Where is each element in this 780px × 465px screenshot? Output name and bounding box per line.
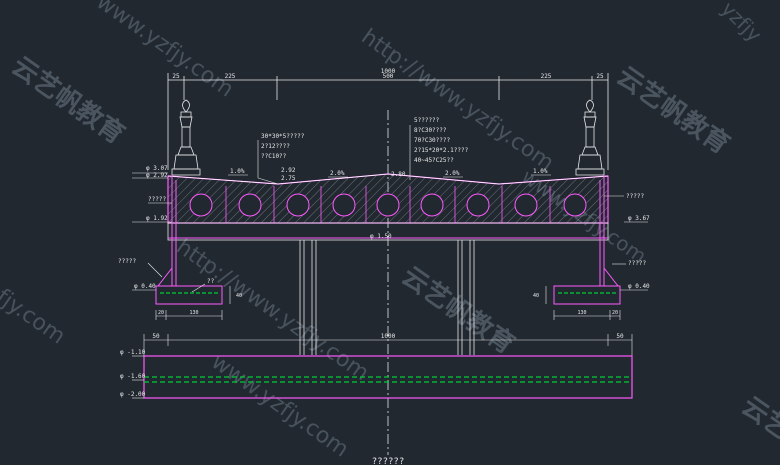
level-base-3: φ -2.00 — [120, 391, 146, 398]
base-right-dim: 50 — [616, 333, 624, 340]
notes-right: 5?????? 8?C30???? 70?C30???? 2?15*20*2.1… — [414, 117, 469, 164]
watermark-url-left: fjy.com — [0, 284, 70, 349]
side-label-left-mid: ????? — [118, 258, 136, 265]
deck-voids — [189, 193, 587, 217]
foundation-dims — [155, 286, 621, 320]
deck-dividers — [225, 186, 551, 223]
found-right-height-dim: 40 — [533, 293, 539, 299]
foundation-right — [553, 285, 621, 305]
level-center: 2.80 — [391, 171, 406, 178]
found-left-edge-dim: 20 — [158, 310, 164, 316]
dim-middle-label: 500 — [383, 73, 394, 80]
level-right-beam: φ 3.67 — [628, 215, 650, 222]
slope-4: 1.0% — [533, 168, 548, 175]
lamp-post-left — [171, 99, 201, 176]
watermark-url-top: www.yzfjy.com — [92, 0, 238, 102]
note-right-3: 70?C30???? — [414, 137, 451, 144]
note-right-5: 40~45?C25?? — [414, 157, 454, 164]
slope-2: 2.0% — [330, 170, 345, 177]
side-labels: ????? ????? ????? ????? ?? — [118, 193, 646, 285]
dim-right-edge-label: 25 — [596, 73, 604, 80]
note-left-1: 30*30*5????? — [261, 133, 305, 140]
found-right-width-dim: 130 — [577, 310, 586, 316]
watermark-cn-left: 云艺帆教育 — [6, 50, 130, 150]
side-label-left-found: ?? — [207, 278, 215, 285]
slope-labels: 1.0% 2.0% 2.0% 1.0% — [230, 168, 548, 177]
slope-3: 2.0% — [445, 170, 460, 177]
slope-1: 1.0% — [230, 168, 245, 175]
notes-left: 30*30*5????? 2?12???? ??C10?? — [261, 133, 305, 160]
drawing-title: ?????? — [372, 457, 405, 465]
slope-arrows — [228, 174, 551, 178]
level-top-left-2: φ 2.92 — [146, 172, 168, 179]
watermark-url-lower: http://www.yzfjy.com — [172, 234, 374, 386]
side-label-right-top: ????? — [626, 193, 644, 200]
note-left-3: ??C10?? — [261, 153, 287, 160]
level-mid-b: 2.75 — [281, 175, 296, 182]
abutment-walls — [157, 175, 619, 287]
found-left-width-dim: 130 — [189, 310, 198, 316]
found-left-height-dim: 40 — [236, 293, 242, 299]
level-leaders — [132, 125, 648, 399]
level-labels: φ 3.07 φ 2.92 2.92 2.75 2.80 φ 1.92 φ 3.… — [120, 165, 650, 398]
side-label-right-mid: ????? — [628, 260, 646, 267]
watermark-cn-right: 云艺帆教育 — [611, 60, 735, 160]
level-left-beam: φ 1.92 — [146, 215, 168, 222]
level-base-2: φ -1.60 — [120, 373, 146, 380]
level-left-found: φ 0.40 — [134, 283, 156, 290]
level-bottom-beam: φ 1.50 — [370, 233, 392, 240]
dim-left-edge-label: 25 — [172, 73, 180, 80]
dim-left-label: 225 — [225, 73, 236, 80]
dimension-top — [167, 73, 609, 170]
base-dims — [143, 334, 633, 356]
watermark-cn-corner: 云艺 — [736, 391, 780, 445]
base-slab — [143, 355, 633, 399]
level-base-1: φ -1.10 — [120, 349, 146, 356]
level-mid-a: 2.92 — [281, 167, 296, 174]
level-top-left-1: φ 3.07 — [146, 165, 168, 172]
watermark-corner-top: yzfjy — [716, 0, 766, 47]
found-right-edge-dim: 20 — [612, 310, 618, 316]
lamp-post-right — [575, 99, 605, 176]
note-right-4: 2?15*20*2.1???? — [414, 147, 469, 154]
level-right-found: φ 0.40 — [628, 283, 650, 290]
note-left-2: 2?12???? — [261, 143, 290, 150]
side-label-left-top: ????? — [148, 196, 166, 203]
base-span-dim: 1000 — [381, 333, 396, 340]
base-left-dim: 50 — [152, 333, 160, 340]
piers — [299, 240, 475, 355]
note-right-1: 5?????? — [414, 117, 440, 124]
dim-right-label: 225 — [541, 73, 552, 80]
foundation-left — [155, 285, 223, 305]
dim-total-label: 1000 — [381, 68, 396, 75]
note-right-2: 8?C30???? — [414, 127, 447, 134]
